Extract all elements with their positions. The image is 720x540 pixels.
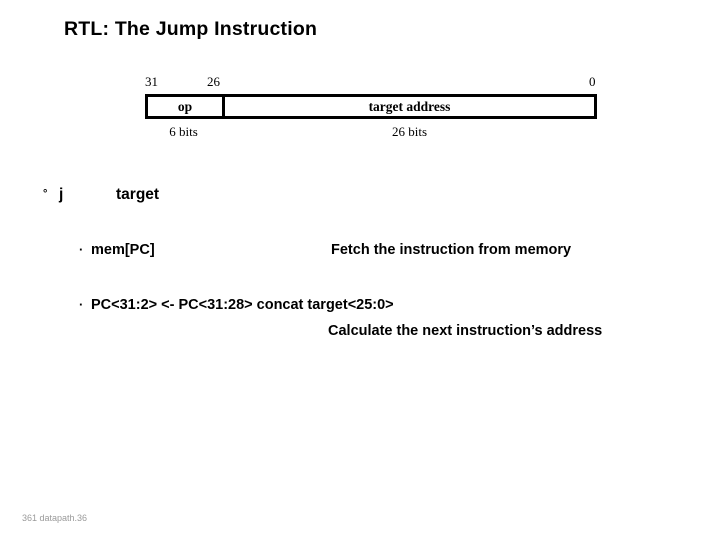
bullet-step-pc-update: · PC<31:2> <- PC<31:28> concat target<25:…: [79, 297, 394, 313]
field-width-op: 6 bits: [169, 124, 198, 139]
bit-label-middle: 26: [207, 74, 220, 89]
field-width-labels: 6 bits 26 bits: [145, 124, 597, 144]
field-width-target-address: 26 bits: [391, 124, 428, 139]
slide-footer: 361 datapath.36: [22, 513, 88, 523]
bullet-dot-icon: ·: [79, 297, 84, 312]
bullet-circle-icon: °: [43, 188, 48, 200]
step-note-fetch: Fetch the instruction from memory: [331, 242, 572, 258]
field-op: op: [148, 97, 225, 116]
instruction-format-diagram: 31 26 0 op target address 6 bits 26 bits: [145, 74, 597, 144]
bullet-step-fetch: · mem[PC]: [79, 242, 155, 258]
step-note-pc-update: Calculate the next instruction’s address: [328, 323, 603, 339]
instruction-field-row: op target address: [145, 94, 597, 119]
step-expression-pc-update: PC<31:2> <- PC<31:28> concat target<25:0…: [91, 297, 394, 313]
jump-mnemonic: j: [59, 186, 64, 203]
bit-label-left: 31: [145, 74, 158, 89]
bit-label-right: 0: [589, 74, 596, 89]
field-target-address: target address: [225, 97, 594, 116]
step-expression-fetch: mem[PC]: [91, 242, 155, 258]
bullet-dot-icon: ·: [79, 242, 84, 257]
bullet-jump-instruction: ° j target: [43, 186, 159, 204]
bit-position-labels: 31 26 0: [145, 74, 597, 94]
jump-operand: target: [116, 186, 160, 203]
page-title: RTL: The Jump Instruction: [64, 18, 318, 40]
